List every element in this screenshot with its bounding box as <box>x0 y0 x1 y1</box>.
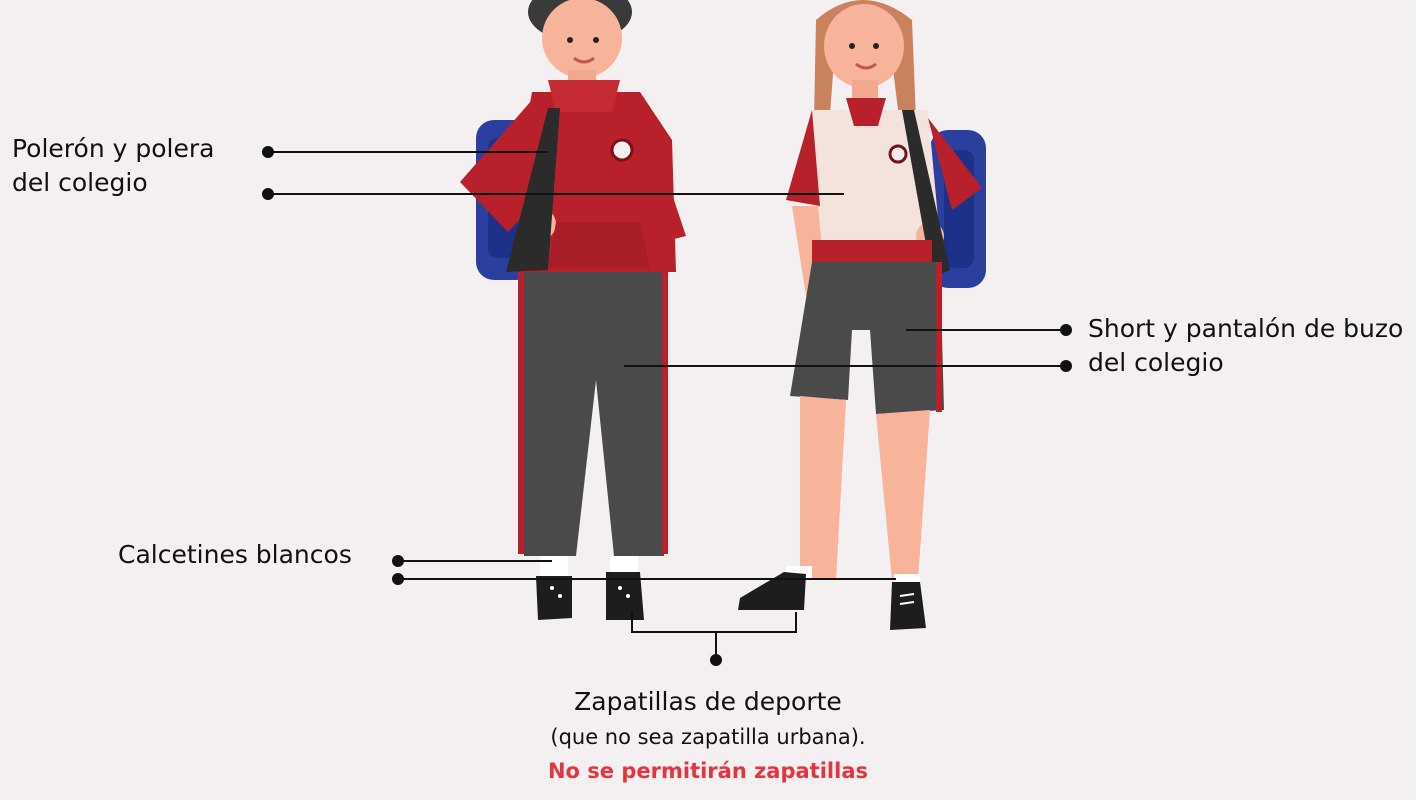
callout-uniform-label: Polerón y polera del colegio <box>12 132 214 200</box>
callout-socks-label: Calcetines blancos <box>118 538 352 572</box>
callout-shoes-label: Zapatillas de deporte (que no sea zapati… <box>0 684 1416 788</box>
callout-lines <box>262 146 1072 666</box>
boy-figure <box>460 0 686 620</box>
callout-socks-text: Calcetines blancos <box>118 540 352 569</box>
callout-short-line1: Short y pantalón de buzo <box>1088 314 1404 343</box>
callout-short-label: Short y pantalón de buzo del colegio <box>1088 312 1403 380</box>
callout-shoes-line2: (que no sea zapatilla urbana). <box>550 725 866 749</box>
callout-uniform-line2: del colegio <box>12 168 148 197</box>
callout-short-line2: del colegio <box>1088 348 1224 377</box>
callout-shoes-line1: Zapatillas de deporte <box>574 687 842 716</box>
callout-shoes-warning: No se permitirán zapatillas <box>547 759 868 783</box>
girl-figure <box>738 0 986 630</box>
callout-uniform-line1: Polerón y polera <box>12 134 215 163</box>
